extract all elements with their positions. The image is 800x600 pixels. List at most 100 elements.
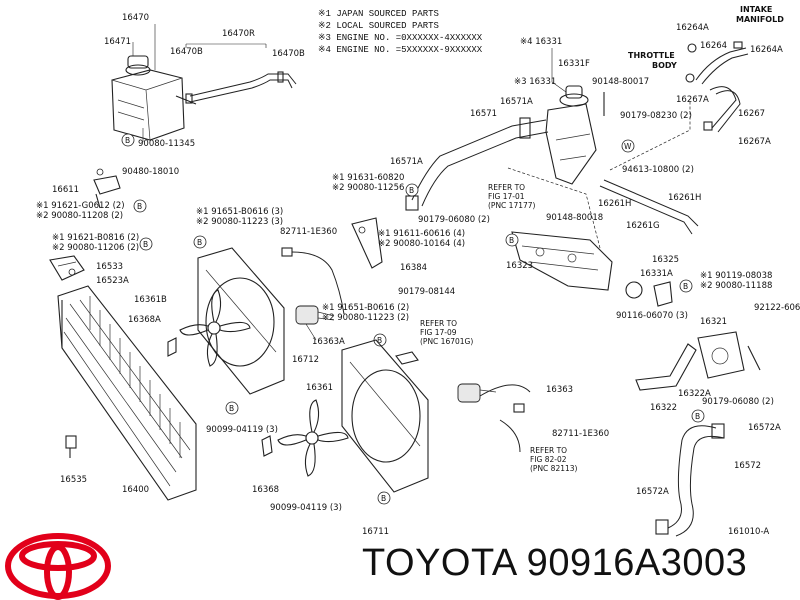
- radiator-core: [57, 285, 197, 501]
- label-90148-80018: 90148-80018: [546, 213, 603, 223]
- circle-b-1: B: [125, 136, 130, 145]
- svg-text:(PNC 17177): (PNC 17177): [488, 201, 536, 210]
- circle-b-3: B: [143, 240, 148, 249]
- label-90080-11206: ※2 90080-11206 (2): [52, 243, 139, 253]
- label-90099-04119-a: 90099-04119 (3): [206, 425, 278, 435]
- radiator-upper-hose: [405, 117, 549, 211]
- label-16384: 16384: [400, 263, 427, 273]
- label-90080-10164: ※2 90080-10164 (4): [378, 239, 465, 249]
- label-16471: 16471: [104, 37, 131, 47]
- label-90080-11223-b: ※2 90080-11223 (2): [322, 313, 409, 323]
- label-16267A-b: 16267A: [738, 137, 771, 147]
- label-91611-60616: ※1 91611-60616 (4): [378, 229, 465, 239]
- water-inlet-housing: [511, 231, 613, 291]
- note-3: ※3 ENGINE NO. =0XXXXXX-4XXXXXX: [318, 33, 483, 43]
- svg-text:REFER TO: REFER TO: [488, 183, 525, 192]
- svg-text:FIG 17-09: FIG 17-09: [420, 328, 457, 337]
- label-90080-11208: ※2 90080-11208 (2): [36, 211, 123, 221]
- label-90080-11188: ※2 90080-11188: [700, 281, 772, 291]
- label-16572A-a: 16572A: [748, 423, 781, 433]
- label-90080-11345: 90080-11345: [138, 139, 195, 149]
- svg-text:(PNC 82113): (PNC 82113): [530, 464, 578, 473]
- circle-b-6: B: [229, 404, 234, 413]
- note-2: ※2 LOCAL SOURCED PARTS: [318, 21, 439, 31]
- water-inlet: [697, 331, 761, 379]
- hose-bracket: [351, 217, 383, 269]
- intake-manifold-2: MANIFOLD: [736, 15, 784, 24]
- label-16267A-a: 16267A: [676, 95, 709, 105]
- label-16264: 16264: [700, 41, 727, 51]
- overflow-hose: [185, 71, 297, 104]
- circle-b-7: B: [381, 494, 386, 503]
- label-16572A-b: 16572A: [636, 487, 669, 497]
- refer-note-82-02: REFER TO FIG 82-02 (PNC 82113): [530, 446, 578, 473]
- fan-blade-1: [179, 289, 251, 367]
- label-16267: 16267: [738, 109, 765, 119]
- label-90099-04119-b: 90099-04119 (3): [270, 503, 342, 513]
- circle-b-5: B: [377, 336, 382, 345]
- label-16331-b: ※3 16331: [514, 77, 556, 87]
- label-90119-08038: ※1 90119-08038: [700, 271, 772, 281]
- intake-manifold-1: INTAKE: [740, 5, 772, 14]
- refer-note-17-09: REFER TO FIG 17-09 (PNC 16701G): [395, 319, 473, 365]
- svg-text:FIG 82-02: FIG 82-02: [530, 455, 567, 464]
- label-90179-06080-a: 90179-06080 (2): [418, 215, 490, 225]
- radiator-bracket: [49, 255, 85, 281]
- label-90080-11256: ※2 90080-11256: [332, 183, 404, 193]
- label-90116-06070: 90116-06070 (3): [616, 311, 688, 321]
- label-90179-06080-b: 90179-06080 (2): [702, 397, 774, 407]
- bypass-pipe: [599, 100, 699, 235]
- label-16470: 16470: [122, 13, 149, 23]
- label-16331-a: ※4 16331: [520, 37, 562, 47]
- label-16571A-b: 16571A: [390, 157, 423, 167]
- label-161010-a: 161010-A: [728, 527, 769, 537]
- label-16261H-b: 16261H: [668, 193, 701, 203]
- label-90179-08144: 90179-08144: [398, 287, 455, 297]
- label-16571A-a: 16571A: [500, 97, 533, 107]
- refer-note-17-01: REFER TO FIG 17-01 (PNC 17177): [488, 183, 536, 210]
- label-90179-08230: 90179-08230 (2): [620, 111, 692, 121]
- label-90080-11223-a: ※2 90080-11223 (3): [196, 217, 283, 227]
- throttle-body-2: BODY: [652, 61, 677, 70]
- label-91631-60820: ※1 91631-60820: [332, 173, 404, 183]
- label-16368A: 16368A: [128, 315, 161, 325]
- fan-motor-1: [295, 305, 335, 341]
- label-16571: 16571: [470, 109, 497, 119]
- label-16323: 16323: [506, 261, 533, 271]
- circle-b-9: B: [683, 282, 688, 291]
- label-91651-b0616-b: ※1 91651-B0616 (2): [322, 303, 409, 313]
- label-92122-60612: 92122-60612: [754, 303, 800, 313]
- label-16572: 16572: [734, 461, 761, 471]
- label-16264A-b: 16264A: [750, 45, 783, 55]
- label-16470B-a: 16470B: [170, 47, 203, 57]
- circle-b-2: B: [137, 202, 142, 211]
- fan-blade-2: [277, 399, 349, 477]
- label-16523A: 16523A: [96, 276, 129, 286]
- label-16325: 16325: [652, 255, 679, 265]
- svg-text:REFER TO: REFER TO: [530, 446, 567, 455]
- label-16322A: 16322A: [678, 389, 711, 399]
- label-91621-g0612: ※1 91621-G0612 (2): [36, 201, 125, 211]
- label-16261H-a: 16261H: [598, 199, 631, 209]
- label-91621-b0816: ※1 91621-B0816 (2): [52, 233, 139, 243]
- wire-harness-1: [281, 247, 345, 315]
- label-16368: 16368: [252, 485, 279, 495]
- label-16533: 16533: [96, 262, 123, 272]
- label-16712: 16712: [292, 355, 319, 365]
- svg-text:REFER TO: REFER TO: [420, 319, 457, 328]
- svg-text:(PNC 16701G): (PNC 16701G): [420, 337, 473, 346]
- label-16361B: 16361B: [134, 295, 167, 305]
- source-notes: ※1 JAPAN SOURCED PARTS ※2 LOCAL SOURCED …: [318, 9, 483, 55]
- toyota-logo: [5, 533, 111, 600]
- fan-shroud-1: [197, 247, 285, 395]
- note-1: ※1 JAPAN SOURCED PARTS: [318, 9, 439, 19]
- label-16363: 16363: [546, 385, 573, 395]
- label-16264A-a: 16264A: [676, 23, 709, 33]
- water-pipe: [635, 343, 697, 391]
- label-16321: 16321: [700, 317, 727, 327]
- label-91651-b0616-a: ※1 91651-B0616 (3): [196, 207, 283, 217]
- label-90148-80017: 90148-80017: [592, 77, 649, 87]
- label-82711-1e360-b: 82711-1E360: [552, 429, 609, 439]
- label-16261G: 16261G: [626, 221, 660, 231]
